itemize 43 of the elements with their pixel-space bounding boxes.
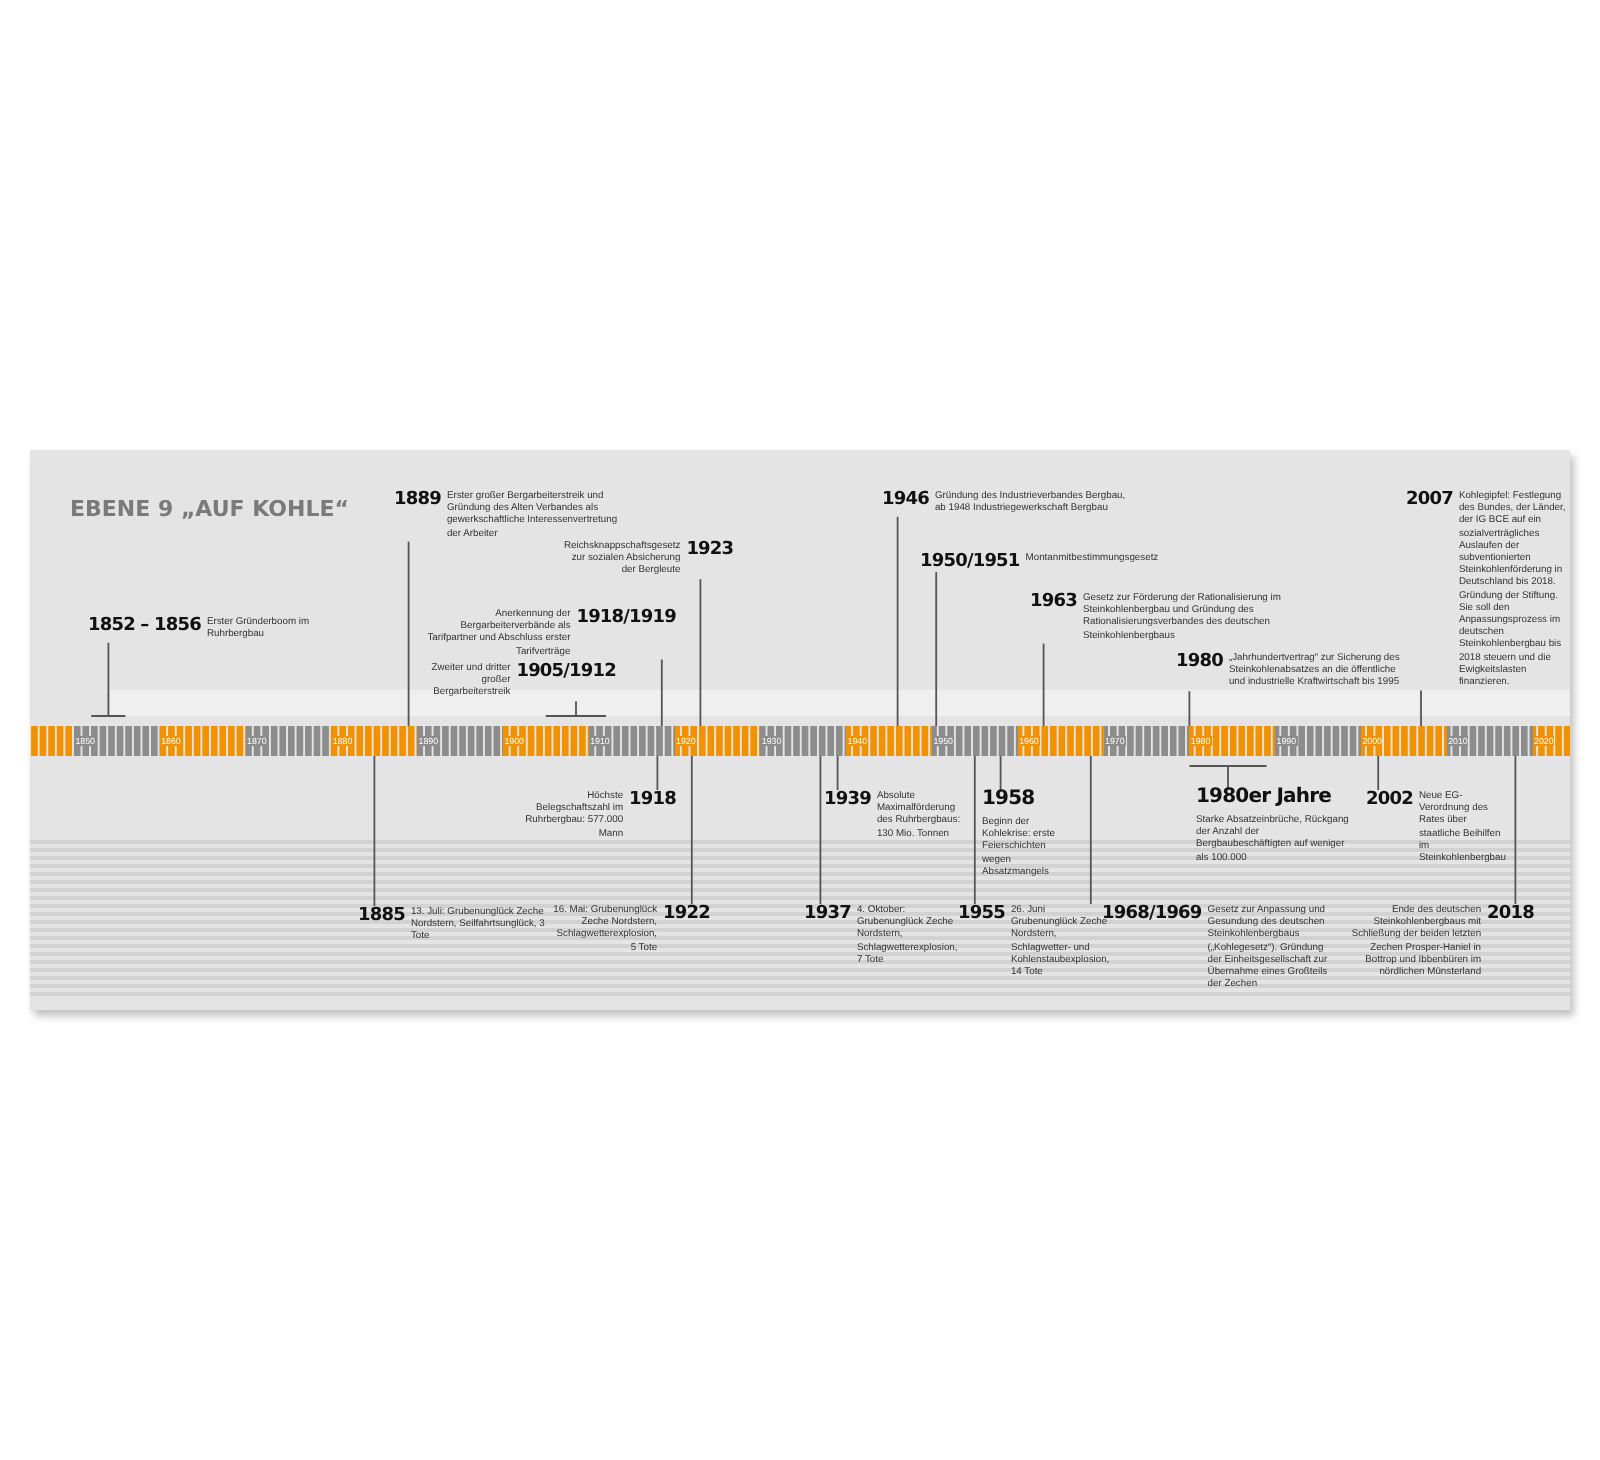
year-heading: 1852 – 1856 xyxy=(88,616,201,636)
leader-line xyxy=(1042,642,1045,727)
year-heading: 1885 xyxy=(358,906,405,926)
year-heading: 1918 xyxy=(629,790,676,810)
leader-line xyxy=(373,755,376,907)
title: EBENE 9 „AUF KOHLE“ xyxy=(70,496,349,522)
leader-line xyxy=(1377,755,1380,791)
year-heading: 1946 xyxy=(882,490,929,510)
leader-line xyxy=(1188,690,1191,727)
leader-line xyxy=(1420,689,1422,727)
year-heading: 2002 xyxy=(1366,790,1413,810)
year-heading: 1889 xyxy=(394,490,441,510)
leader-line xyxy=(1188,765,1268,789)
leader-line xyxy=(699,578,702,727)
year-heading: 1980 xyxy=(1176,652,1223,672)
year-heading: 1939 xyxy=(824,790,871,810)
leader-line xyxy=(690,755,693,905)
leader-line xyxy=(90,641,127,717)
leader-line xyxy=(1089,755,1092,905)
year-heading: 1958 xyxy=(982,790,1035,810)
year-heading: 1922 xyxy=(663,904,710,924)
year-heading: 1918/1919 xyxy=(576,608,676,628)
year-heading: 1963 xyxy=(1030,592,1077,612)
leader-line xyxy=(656,755,659,791)
year-heading: 1905/1912 xyxy=(516,662,616,682)
leader-line xyxy=(836,755,839,791)
year-heading: 2018 xyxy=(1487,904,1534,924)
timeline-bar xyxy=(30,726,1570,756)
leader-line xyxy=(896,515,899,727)
leader-line xyxy=(819,755,822,905)
leader-line xyxy=(407,540,410,727)
leader-line xyxy=(935,571,938,727)
leader-line xyxy=(973,755,976,905)
year-heading: 1950/1951 xyxy=(920,552,1020,572)
year-heading: 1937 xyxy=(804,904,851,924)
leader-line xyxy=(1514,755,1517,905)
year-heading: 2007 xyxy=(1406,490,1453,510)
year-heading: 1980er Jahre xyxy=(1196,788,1332,808)
year-heading: 1923 xyxy=(686,540,734,560)
leader-line xyxy=(999,755,1002,791)
leader-line xyxy=(544,700,607,717)
year-heading: 1955 xyxy=(958,904,1005,924)
leader-line xyxy=(660,658,663,727)
